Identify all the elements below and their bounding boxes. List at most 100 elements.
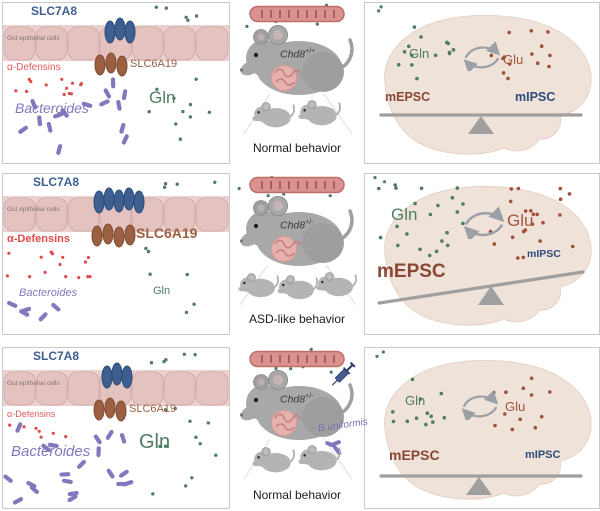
genotype-base: Chd8 bbox=[280, 393, 306, 406]
mepsc-label: mEPSC bbox=[389, 447, 440, 463]
genotype-superscript: +/- bbox=[305, 219, 314, 226]
brain-panel: Gln Glu mEPSC mIPSC bbox=[364, 173, 600, 335]
defensin-dots bbox=[8, 423, 68, 439]
glu-label-brain: Glu bbox=[507, 211, 534, 230]
slc7a8-transporter-icons bbox=[104, 17, 136, 44]
mouse-panel: Chd8+/- B.uniformis Normal behavior bbox=[232, 347, 368, 509]
mouse-panel: Chd8+/- ASD-like behavior bbox=[232, 173, 362, 335]
offspring-mouse bbox=[316, 271, 357, 298]
behavior-label: Normal behavior bbox=[252, 488, 342, 502]
epithelium-band bbox=[3, 370, 229, 406]
offspring-mouse bbox=[252, 446, 295, 474]
defensins-label: α-Defensins bbox=[7, 233, 70, 245]
defensins-label: α-Defensins bbox=[7, 409, 56, 419]
offspring-mouse bbox=[298, 99, 341, 127]
offspring-mouse bbox=[277, 274, 318, 301]
slc7a8-label: SLC7A8 bbox=[31, 4, 78, 18]
offspring-mouse bbox=[252, 101, 295, 129]
mouse-panel: Chd8+/+ Normal behavior bbox=[232, 2, 362, 164]
glu-dots-brain bbox=[489, 29, 552, 81]
genotype-superscript: +/+ bbox=[305, 48, 316, 55]
slc6a19-label: SLC6A19 bbox=[136, 225, 198, 241]
seesaw-balance bbox=[377, 270, 585, 305]
bacteroides-label: Bacteroides bbox=[11, 443, 91, 460]
genotype-label: Chd8+/+ bbox=[280, 48, 315, 60]
row-chd8-het-treated: SLC7A8 Gut epithelial cells SLC6A19 α-De… bbox=[0, 347, 600, 511]
gln-label-gut: Gln bbox=[153, 285, 171, 297]
mepsc-label: mEPSC bbox=[377, 261, 446, 282]
brain-panel: Gln Glu mEPSC mIPSC bbox=[364, 2, 600, 164]
brain-panel: Gln Glu mEPSC mIPSC bbox=[364, 347, 600, 509]
glu-dots-brain bbox=[488, 186, 575, 260]
slc7a8-label: SLC7A8 bbox=[33, 175, 80, 189]
row-wildtype: SLC7A8 Gut epithelial cells SLC6A19 α-De… bbox=[0, 2, 600, 166]
gln-dots-gut bbox=[147, 77, 212, 141]
defensins-label: α-Defensins bbox=[7, 62, 61, 73]
glu-dots-brain bbox=[491, 376, 552, 432]
bacteroides-cells bbox=[18, 77, 129, 155]
slc7a8-label: SLC7A8 bbox=[33, 349, 80, 363]
intestine-segment bbox=[249, 5, 345, 23]
mouse-illustration bbox=[237, 3, 354, 135]
brain-illustration bbox=[377, 5, 592, 155]
genotype-label: Chd8+/- bbox=[280, 219, 313, 231]
brain-outline bbox=[384, 359, 592, 500]
mipsc-label: mIPSC bbox=[525, 449, 561, 461]
gln-dots-stray bbox=[373, 176, 387, 184]
genotype-base: Chd8 bbox=[280, 48, 306, 61]
bacteroides-label: Bacteroides bbox=[15, 100, 89, 116]
glu-label-brain: Glu bbox=[503, 52, 524, 67]
gln-dots-brain bbox=[396, 25, 456, 81]
gln-dots-lumen bbox=[162, 180, 217, 189]
gln-label-brain: Gln bbox=[409, 46, 430, 61]
gln-dots-stray bbox=[377, 5, 383, 13]
gln-dots-brain bbox=[377, 183, 465, 258]
genotype-label: Chd8+/- bbox=[280, 393, 313, 405]
gln-label-brain: Gln bbox=[391, 205, 418, 224]
row-chd8-het-asd: SLC7A8 Gut epithelial cells SLC6A19 α-De… bbox=[0, 173, 600, 337]
glu-label-brain: Glu bbox=[505, 399, 526, 414]
gln-dots-lumen bbox=[149, 352, 197, 365]
mepsc-label: mEPSC bbox=[385, 90, 431, 104]
offspring-mouse bbox=[238, 272, 279, 299]
gln-label-gut: Gln bbox=[149, 88, 176, 107]
gut-panel: SLC7A8 Gut epithelial cells SLC6A19 α-De… bbox=[2, 2, 230, 164]
slc7a8-transporter-icons bbox=[93, 187, 145, 214]
seesaw-balance bbox=[379, 113, 583, 134]
defensin-dots bbox=[14, 77, 83, 97]
gln-dots-gut bbox=[151, 406, 218, 496]
intestine-segment bbox=[249, 176, 345, 194]
gln-label-gut: Gln bbox=[139, 431, 171, 453]
mipsc-label: mIPSC bbox=[515, 90, 556, 104]
slc7a8-transporter-icons bbox=[101, 362, 133, 389]
bacteroides-cells bbox=[3, 422, 134, 505]
genotype-base: Chd8 bbox=[280, 219, 306, 232]
gut-illustration bbox=[3, 352, 229, 505]
gut-panel: SLC7A8 Gut epithelial cells SLC6A19 α-De… bbox=[2, 347, 230, 509]
gln-dots-brain bbox=[391, 377, 447, 427]
epithelium-label: Gut epithelial cells bbox=[7, 380, 60, 387]
defensin-dots bbox=[5, 250, 92, 280]
gln-dots-gut bbox=[144, 246, 196, 315]
slc6a19-label: SLC6A19 bbox=[130, 58, 178, 70]
gln-dots-lumen bbox=[154, 5, 199, 22]
epithelium-label: Gut epithelial cells bbox=[7, 206, 60, 213]
intestine-segment bbox=[249, 350, 345, 368]
bacteroides-cells bbox=[6, 300, 61, 322]
behavior-label: ASD-like behavior bbox=[248, 312, 346, 326]
gut-panel: SLC7A8 Gut epithelial cells SLC6A19 α-De… bbox=[2, 173, 230, 335]
slc6a19-label: SLC6A19 bbox=[129, 403, 177, 415]
gut-illustration bbox=[3, 180, 229, 322]
genotype-superscript: +/- bbox=[305, 393, 314, 400]
epithelium-label: Gut epithelial cells bbox=[7, 35, 60, 42]
slc6a19-transporter-icons bbox=[93, 397, 127, 422]
gln-label-brain: Gln bbox=[405, 393, 426, 408]
slc6a19-transporter-icons bbox=[91, 223, 136, 248]
bacteroides-label: Bacteroides bbox=[19, 287, 78, 299]
gut-illustration bbox=[3, 5, 229, 155]
brain-illustration bbox=[373, 176, 592, 326]
brain-illustration bbox=[375, 350, 592, 500]
seesaw-balance bbox=[379, 474, 583, 495]
mipsc-label: mIPSC bbox=[527, 248, 561, 260]
